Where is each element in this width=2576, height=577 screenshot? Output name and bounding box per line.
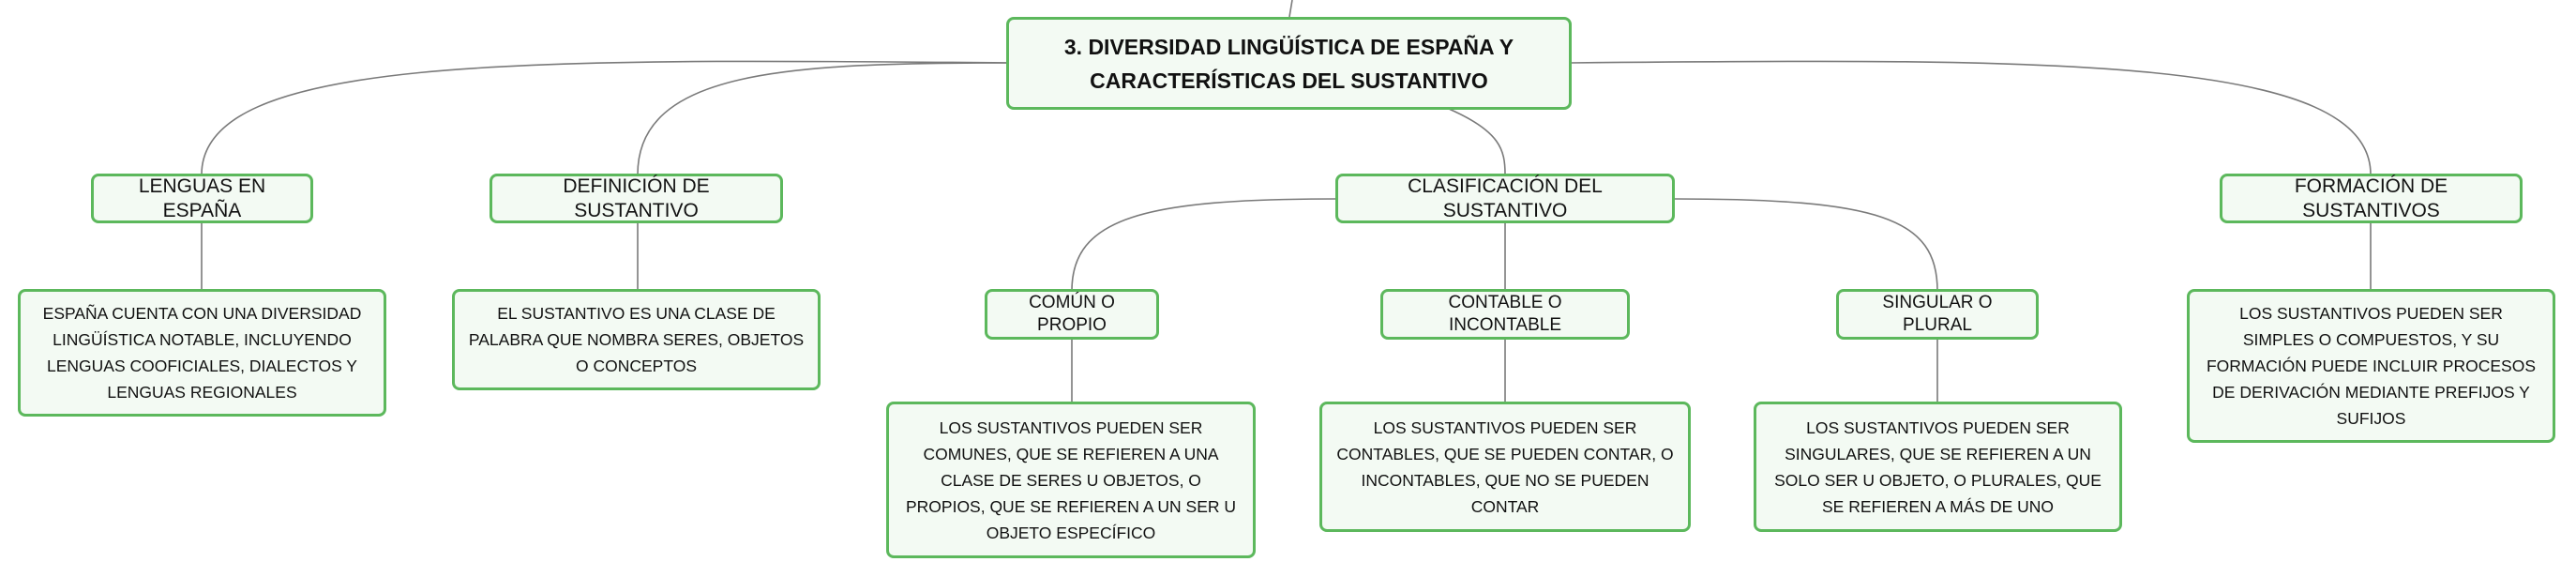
detail-comun-o-propio[interactable]: LOS SUSTANTIVOS PUEDEN SER COMUNES, QUE … xyxy=(886,402,1256,558)
topic-contable-o-incontable-label: CONTABLE O INCONTABLE xyxy=(1448,293,1562,335)
topic-lenguas-en-espana[interactable]: LENGUAS EN ESPAÑA xyxy=(91,174,313,223)
connector-root-parent xyxy=(1288,0,1293,18)
detail-lenguas-en-espana[interactable]: ESPAÑA CUENTA CON UNA DIVERSIDAD LINGÜÍS… xyxy=(18,289,386,417)
topic-lenguas-en-espana-label: LENGUAS EN ESPAÑA xyxy=(138,175,266,221)
detail-contable-o-incontable-text: LOS SUSTANTIVOS PUEDEN SER CONTABLES, QU… xyxy=(1336,418,1674,516)
connector-clasificacion-comun xyxy=(1071,198,1336,292)
topic-singular-o-plural-label: SINGULAR O PLURAL xyxy=(1882,293,1993,335)
connector-root-definicion xyxy=(637,62,1009,175)
detail-definicion-de-sustantivo[interactable]: EL SUSTANTIVO ES UNA CLASE DE PALABRA QU… xyxy=(452,289,821,390)
topic-formacion-de-sustantivos[interactable]: FORMACIÓN DE SUSTANTIVOS xyxy=(2220,174,2523,223)
topic-singular-o-plural[interactable]: SINGULAR O PLURAL xyxy=(1836,289,2039,340)
topic-clasificacion-del-sustantivo-label: CLASIFICACIÓN DEL SUSTANTIVO xyxy=(1408,175,1603,221)
connector-root-lenguas xyxy=(201,60,1009,175)
topic-definicion-de-sustantivo[interactable]: DEFINICIÓN DE SUSTANTIVO xyxy=(490,174,783,223)
detail-singular-o-plural-text: LOS SUSTANTIVOS PUEDEN SER SINGULARES, Q… xyxy=(1774,418,2101,516)
topic-definicion-de-sustantivo-label: DEFINICIÓN DE SUSTANTIVO xyxy=(563,175,710,221)
detail-comun-o-propio-text: LOS SUSTANTIVOS PUEDEN SER COMUNES, QUE … xyxy=(905,418,1237,542)
detail-formacion-de-sustantivos[interactable]: LOS SUSTANTIVOS PUEDEN SER SIMPLES O COM… xyxy=(2187,289,2555,443)
root-topic[interactable]: 3. DIVERSIDAD LINGÜÍSTICA DE ESPAÑA Y CA… xyxy=(1006,17,1572,110)
root-topic-label: 3. DIVERSIDAD LINGÜÍSTICA DE ESPAÑA Y CA… xyxy=(1063,34,1514,93)
topic-clasificacion-del-sustantivo[interactable]: CLASIFICACIÓN DEL SUSTANTIVO xyxy=(1335,174,1675,223)
detail-lenguas-en-espana-text: ESPAÑA CUENTA CON UNA DIVERSIDAD LINGÜÍS… xyxy=(42,304,362,402)
detail-definicion-de-sustantivo-text: EL SUSTANTIVO ES UNA CLASE DE PALABRA QU… xyxy=(468,304,805,375)
topic-formacion-de-sustantivos-label: FORMACIÓN DE SUSTANTIVOS xyxy=(2294,175,2448,221)
connector-root-formacion xyxy=(1570,60,2372,175)
connector-root-clasificacion xyxy=(1448,108,1506,175)
detail-singular-o-plural[interactable]: LOS SUSTANTIVOS PUEDEN SER SINGULARES, Q… xyxy=(1754,402,2122,532)
detail-formacion-de-sustantivos-text: LOS SUSTANTIVOS PUEDEN SER SIMPLES O COM… xyxy=(2206,304,2537,428)
connector-clasificacion-singular xyxy=(1674,198,1938,292)
topic-comun-o-propio-label: COMÚN O PROPIO xyxy=(1029,293,1115,335)
topic-comun-o-propio[interactable]: COMÚN O PROPIO xyxy=(985,289,1159,340)
topic-contable-o-incontable[interactable]: CONTABLE O INCONTABLE xyxy=(1380,289,1630,340)
detail-contable-o-incontable[interactable]: LOS SUSTANTIVOS PUEDEN SER CONTABLES, QU… xyxy=(1319,402,1691,532)
